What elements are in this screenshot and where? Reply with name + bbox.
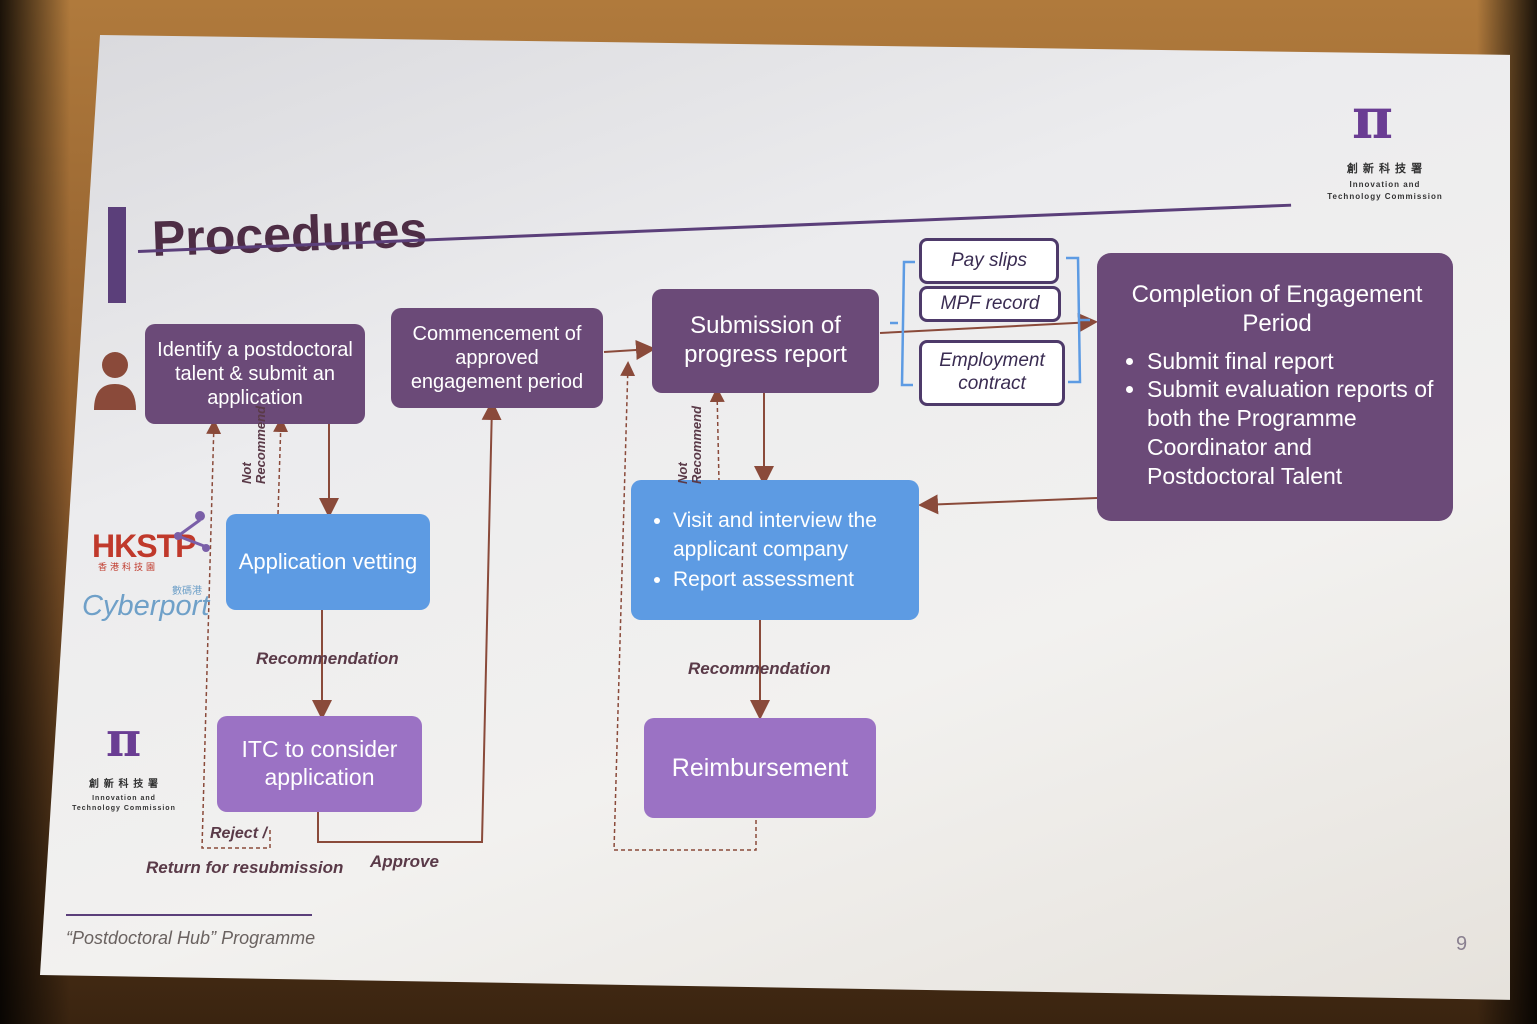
- completion-box: Completion of Engagement Period Submit f…: [1097, 253, 1453, 521]
- identify-box: Identify a postdoctoral talent & submit …: [145, 324, 365, 424]
- cyberport-logo: Cyberport: [82, 590, 210, 622]
- return-label: Return for resubmission: [146, 858, 344, 877]
- visit-item: Visit and interview the applicant compan…: [673, 506, 905, 565]
- visit-box: Visit and interview the applicant compan…: [631, 480, 919, 620]
- cyberport-chinese: 數碼港: [172, 586, 202, 597]
- itc-logo-english-1: Innovation and: [1349, 180, 1421, 189]
- completion-title: Completion of Engagement Period: [1131, 281, 1423, 337]
- itc-consider-box: ITC to consider application: [217, 716, 422, 812]
- hkstp-chinese: 香港科技園: [98, 562, 159, 572]
- employment-contract-box: Employment contract: [919, 340, 1065, 406]
- footer-rule: [66, 914, 312, 916]
- person-icon: [94, 352, 136, 410]
- itc-left-english-1: Innovation and: [92, 795, 156, 802]
- mpf-record-box: MPF record: [919, 286, 1061, 322]
- title-accent-bar: [108, 207, 126, 303]
- itc-left-chinese: 創 新 科 技 署: [88, 779, 160, 790]
- reimbursement-box: Reimbursement: [644, 718, 876, 818]
- commencement-box: Commencement of approved engagement peri…: [391, 308, 603, 408]
- itc-left-english-2: Technology Commission: [72, 805, 176, 812]
- itc-logo-english-2: Technology Commission: [1327, 192, 1443, 201]
- recommendation-label: Recommendation: [688, 659, 831, 678]
- recommendation-label: Recommendation: [256, 649, 399, 668]
- completion-item: Submit evaluation reports of both the Pr…: [1147, 375, 1435, 490]
- reject-label: Reject /: [210, 825, 267, 842]
- itc-left-logo-icon: π: [106, 712, 142, 768]
- pay-slips-box: Pay slips: [919, 238, 1059, 284]
- page-number: 9: [1456, 933, 1468, 955]
- itc-logo-icon: π: [1352, 86, 1393, 152]
- completion-item: Submit final report: [1147, 347, 1435, 376]
- itc-logo-chinese: 創 新 科 技 署: [1346, 163, 1424, 175]
- hkstp-molecule-icon: [174, 511, 210, 552]
- not-recommend-label: Not Recommend: [675, 405, 704, 484]
- footer-text: “Postdoctoral Hub” Programme: [66, 928, 316, 948]
- visit-item: Report assessment: [673, 565, 905, 594]
- vetting-box: Application vetting: [226, 514, 430, 610]
- approve-label: Approve: [370, 852, 439, 871]
- not-recommend-label: Not Recommend: [239, 405, 268, 484]
- submission-box: Submission of progress report: [652, 289, 879, 393]
